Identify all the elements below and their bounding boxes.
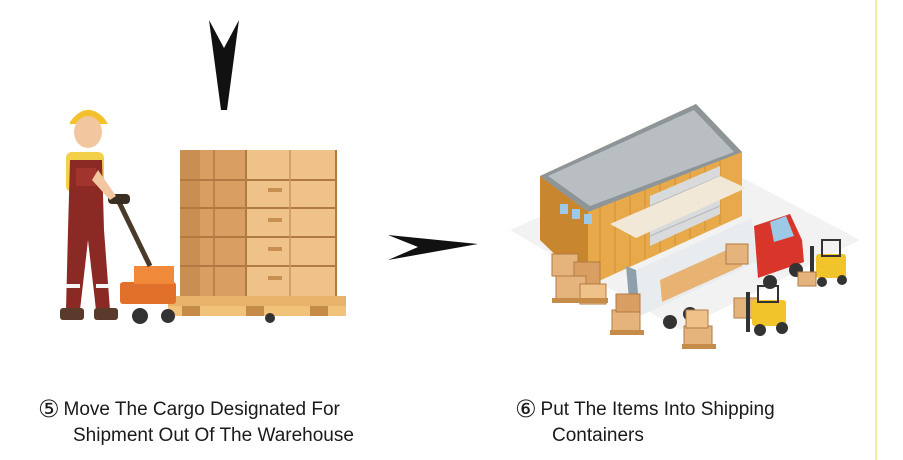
step-6-number: ⑥ xyxy=(515,395,537,423)
worker xyxy=(60,109,118,320)
box-stack-bottom xyxy=(610,293,644,335)
step-5-line-2: Shipment Out Of The Warehouse xyxy=(73,425,354,446)
box-stack-left xyxy=(551,253,608,305)
step-5-line-1: Move The Cargo Designated For xyxy=(63,399,340,420)
accent-divider xyxy=(875,0,877,460)
cargo-boxes xyxy=(180,150,337,296)
pallet-jack xyxy=(108,194,275,324)
worker-pallet-illustration xyxy=(60,109,346,324)
shipping-container-truck xyxy=(626,214,804,329)
box-stack-front xyxy=(682,309,716,349)
warehouse-illustration xyxy=(510,104,860,349)
step-6-line-2: Containers xyxy=(552,425,644,446)
down-arrow-icon xyxy=(209,20,239,110)
right-arrow-icon xyxy=(388,235,478,260)
step-6-line-1: Put The Items Into Shipping xyxy=(540,399,775,420)
forklift-front xyxy=(746,285,788,336)
step-5-number: ⑤ xyxy=(38,395,60,423)
forklift-back xyxy=(797,239,847,287)
